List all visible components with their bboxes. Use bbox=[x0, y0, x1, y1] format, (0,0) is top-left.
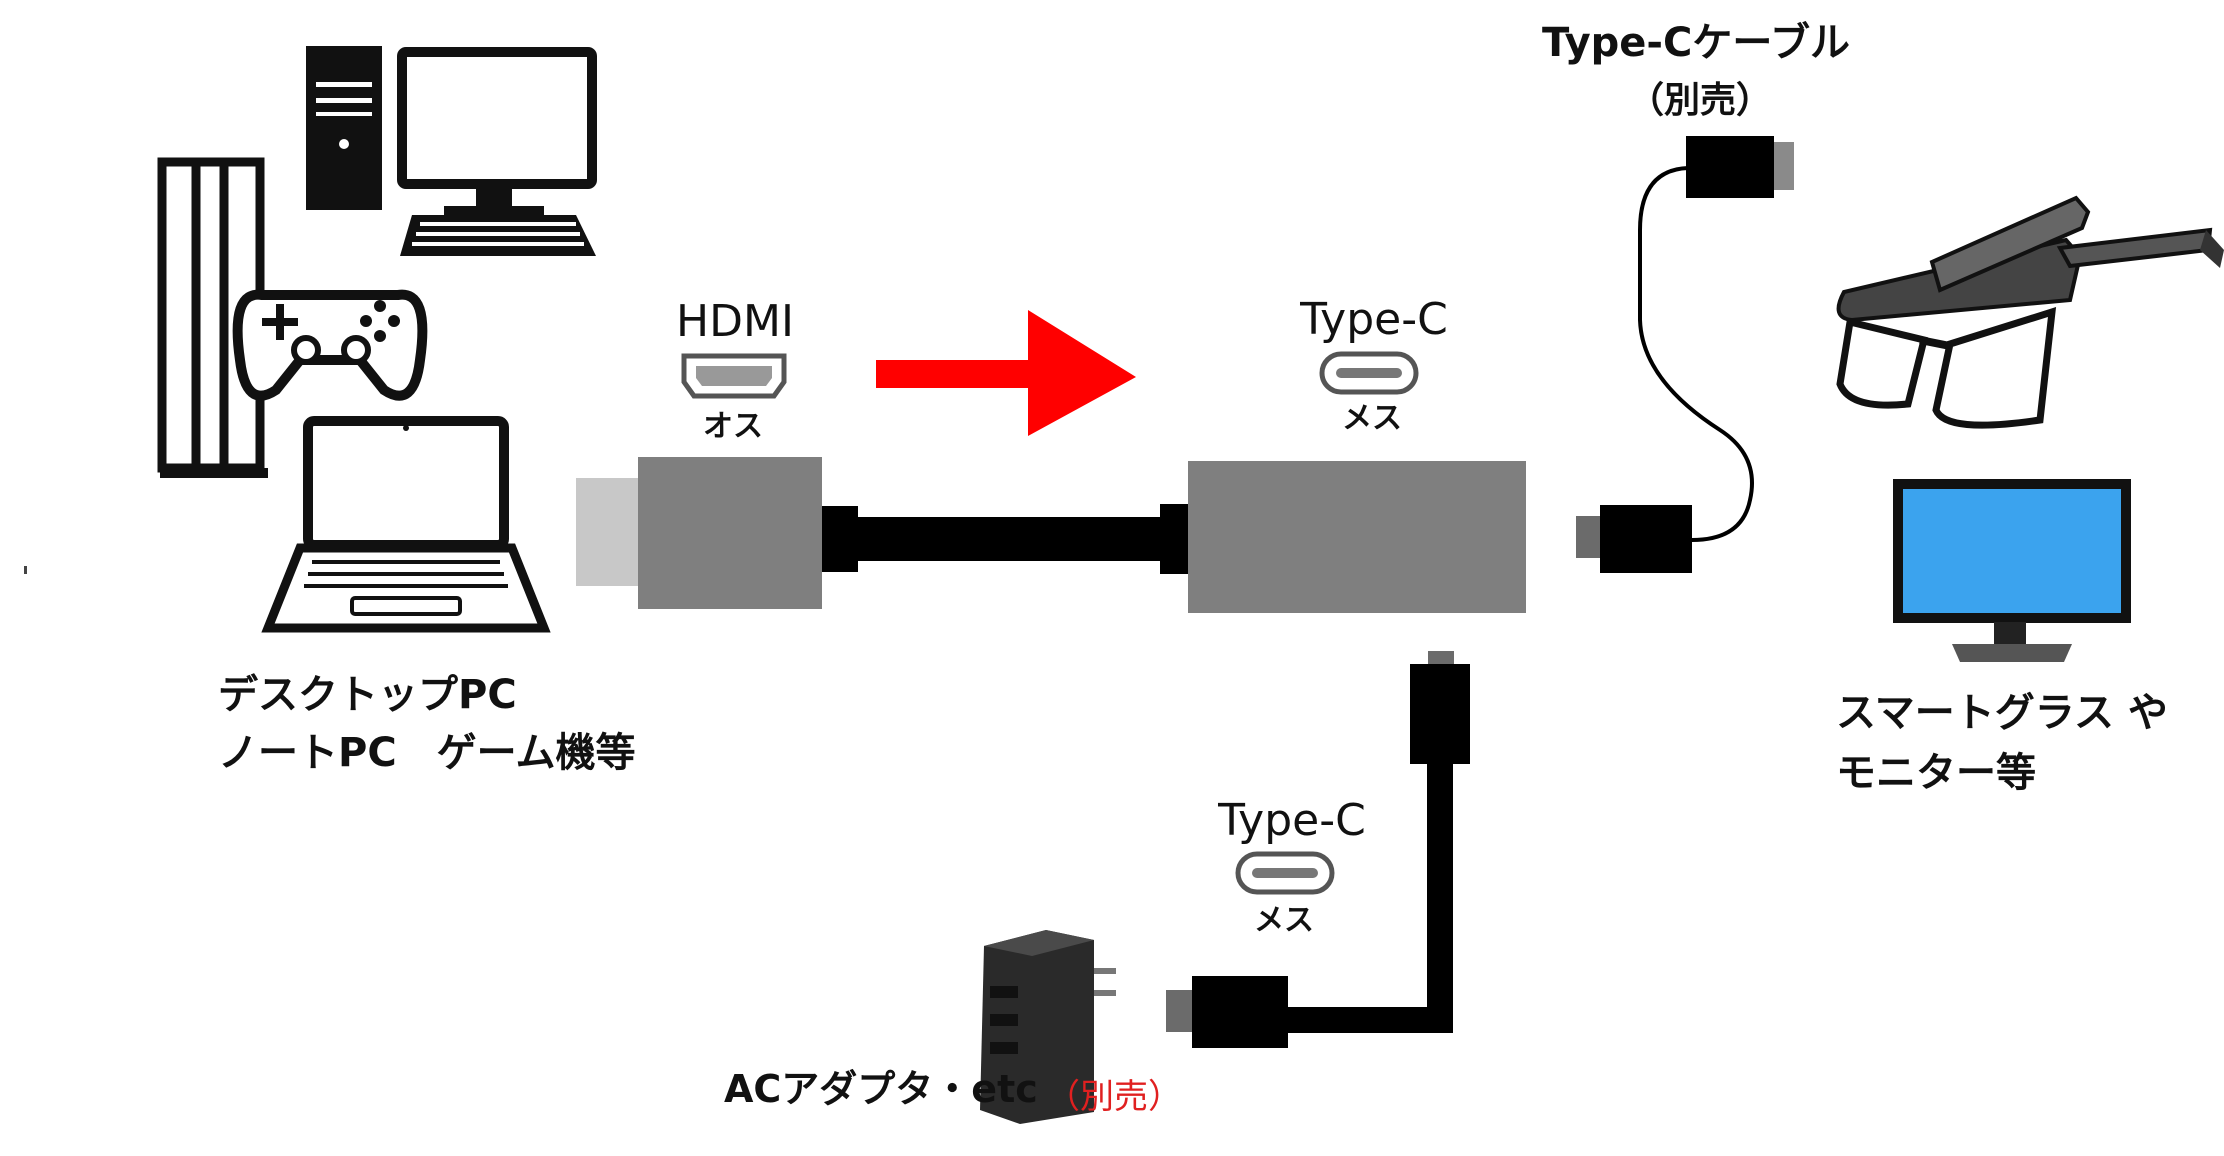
typec-power-port-gender: メス bbox=[1254, 903, 1314, 938]
typec-cable-wire bbox=[1638, 166, 1754, 542]
monitor-icon bbox=[397, 47, 597, 216]
typec-main-port-name: Type-C bbox=[1299, 294, 1448, 345]
power-cable-plug bbox=[1166, 976, 1288, 1048]
cable-title: Type-Cケーブル bbox=[1542, 20, 1850, 66]
cable-note: （別売） bbox=[1628, 80, 1772, 121]
typec-cable-plug-bottom bbox=[1576, 505, 1692, 573]
typec-power-port-icon bbox=[1235, 851, 1335, 895]
typec-adapter-body bbox=[1160, 461, 1526, 613]
power-cable bbox=[1240, 764, 1453, 1033]
typec-power-port-name: Type-C bbox=[1217, 795, 1366, 846]
gamepad-icon bbox=[232, 289, 428, 401]
laptop-icon bbox=[261, 416, 551, 633]
power-note: （別売） bbox=[1046, 1077, 1182, 1117]
signal-direction-arrow bbox=[876, 310, 1136, 436]
adapter-cable bbox=[850, 517, 1174, 561]
hdmi-plug bbox=[576, 457, 858, 609]
power-port-plug bbox=[1410, 651, 1470, 764]
power-label: ACアダプタ・etc bbox=[724, 1067, 1038, 1111]
hdmi-port-name: HDMI bbox=[676, 296, 794, 347]
hdmi-port-gender: オス bbox=[703, 409, 763, 444]
typec-cable-plug-top bbox=[1686, 136, 1794, 198]
keyboard-icon bbox=[400, 215, 596, 256]
target-label-line2: モニター等 bbox=[1836, 750, 2036, 796]
target-label-line1: スマートグラス や bbox=[1836, 690, 2168, 736]
hdmi-port-icon bbox=[681, 353, 787, 399]
edge-tick bbox=[24, 566, 27, 574]
smart-glasses-icon bbox=[1836, 195, 2224, 429]
typec-main-port-gender: メス bbox=[1342, 401, 1402, 436]
source-label-line1: デスクトップPC bbox=[218, 672, 517, 718]
typec-main-port-icon bbox=[1319, 351, 1419, 395]
ac-adapter-icon bbox=[980, 930, 1116, 1124]
desktop-tower-icon bbox=[306, 46, 382, 210]
source-label-line2: ノートPC ゲーム機等 bbox=[218, 730, 635, 776]
target-monitor-icon bbox=[1893, 479, 2131, 662]
